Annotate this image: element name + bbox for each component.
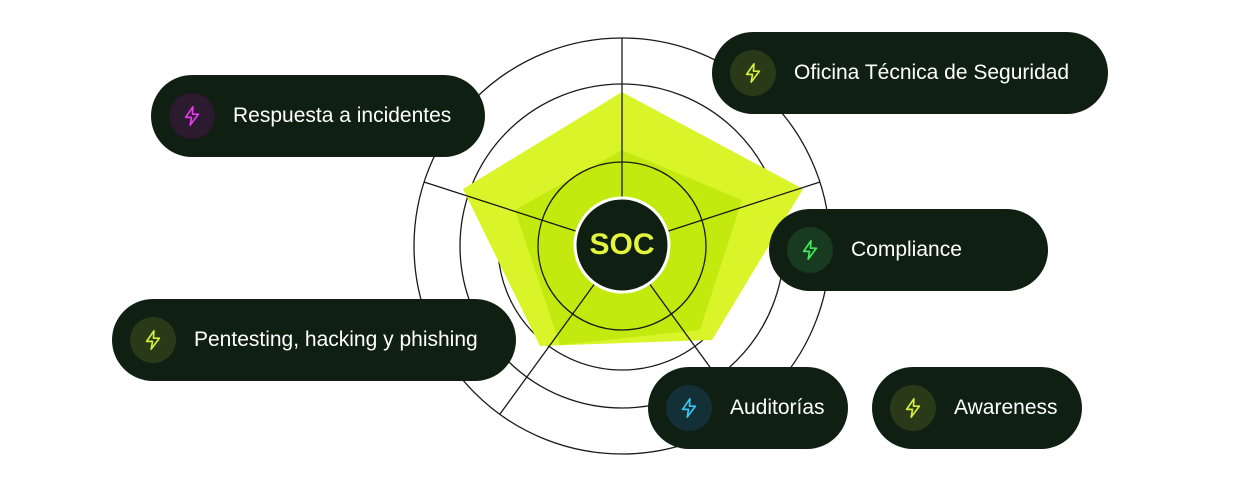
lightning-bolt-icon (130, 317, 176, 363)
lightning-bolt-icon (169, 93, 215, 139)
lightning-bolt-icon (890, 385, 936, 431)
service-pill-auditorias[interactable]: Auditorías (648, 367, 848, 449)
lightning-bolt-icon (787, 227, 833, 273)
service-pill-oficina-tecnica[interactable]: Oficina Técnica de Seguridad (712, 32, 1108, 114)
service-label: Compliance (851, 238, 962, 261)
service-pill-pentesting[interactable]: Pentesting, hacking y phishing (112, 299, 516, 381)
soc-center-circle (573, 196, 671, 294)
service-label: Awareness (954, 396, 1058, 419)
service-label: Respuesta a incidentes (233, 104, 452, 127)
lightning-bolt-icon (730, 50, 776, 96)
service-pill-compliance[interactable]: Compliance (769, 209, 1048, 291)
lightning-bolt-icon (666, 385, 712, 431)
service-pill-awareness[interactable]: Awareness (872, 367, 1082, 449)
service-pill-respuesta-incidentes[interactable]: Respuesta a incidentes (151, 75, 485, 157)
service-label: Pentesting, hacking y phishing (194, 328, 478, 351)
service-label: Auditorías (730, 396, 825, 419)
service-label: Oficina Técnica de Seguridad (794, 61, 1070, 84)
